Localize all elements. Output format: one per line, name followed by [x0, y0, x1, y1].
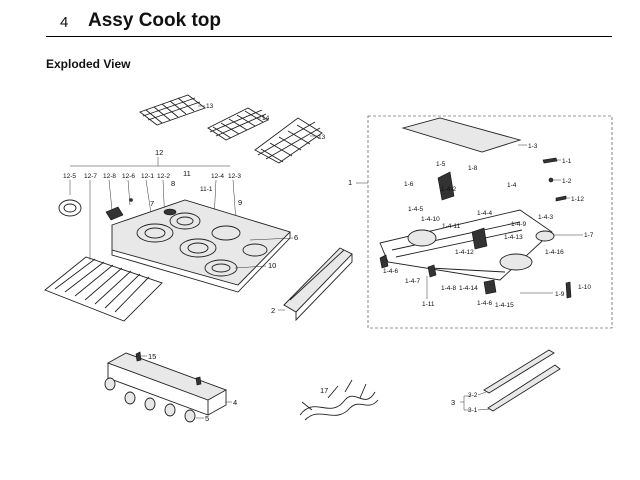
label-1-3: 1-3 [528, 143, 538, 150]
label-1-12: 1-12 [571, 196, 584, 203]
grate-left: 13 [139, 94, 214, 126]
label-3-1: 3-1 [468, 407, 478, 414]
label-1-4-14: 1-4-14 [459, 285, 478, 292]
burner-cap-part [58, 199, 82, 217]
label-1-6: 1-6 [404, 181, 414, 188]
label-1-4-7: 1-4-7 [405, 278, 421, 285]
label-12-4: 12-4 [211, 173, 224, 180]
page-header: 4 Assy Cook top [0, 0, 640, 48]
side-trims: 3 3-2 3-1 [451, 349, 561, 414]
exploded-view-heading: Exploded View [46, 57, 131, 71]
label-11: 11 [183, 169, 191, 178]
label-12-8: 12-8 [103, 173, 116, 180]
label-1: 1 [348, 178, 352, 187]
label-12-2: 12-2 [157, 173, 170, 180]
label-13-right: 13 [318, 134, 326, 141]
label-11-1: 11-1 [200, 186, 213, 193]
label-1-4-9: 1-4-9 [511, 221, 527, 228]
control-panel: 15 4 5 [104, 351, 237, 423]
small-clip-part [105, 206, 124, 221]
label-1-4-11: 1-4-11 [442, 223, 461, 230]
label-17: 17 [320, 386, 328, 395]
label-1-4-16: 1-4-16 [545, 249, 564, 256]
label-7: 7 [150, 199, 154, 208]
label-1-9: 1-9 [555, 291, 565, 298]
label-1-4-8: 1-4-8 [441, 285, 457, 292]
grate-right: 13 [254, 117, 326, 164]
label-1-4-13: 1-4-13 [504, 234, 523, 241]
label-1-4: 1-4 [507, 182, 517, 189]
label-1-4-3: 1-4-3 [538, 214, 554, 221]
label-12: 12 [155, 148, 163, 157]
griddle-rack [44, 256, 163, 322]
label-12-6: 12-6 [122, 173, 135, 180]
label-9: 9 [238, 198, 242, 207]
grate-middle: 14 [207, 107, 270, 141]
label-12-1: 12-1 [141, 173, 154, 180]
label-1-4-10: 1-4-10 [421, 216, 440, 223]
label-6: 6 [294, 233, 298, 242]
label-1-5: 1-5 [436, 161, 446, 168]
label-1-10: 1-10 [578, 284, 591, 291]
burner-assembly-box: 1 1-3 1-1 1-2 1-12 1-5 1-8 1-6 1-4 1-4-2… [348, 115, 613, 329]
trim-part-2: 2 [271, 247, 353, 322]
label-1-2: 1-2 [562, 178, 572, 185]
label-3-2: 3-2 [468, 392, 478, 399]
label-3: 3 [451, 398, 455, 407]
label-1-8: 1-8 [468, 165, 478, 172]
label-12-5: 12-5 [63, 173, 76, 180]
label-1-4-12: 1-4-12 [455, 249, 474, 256]
label-14: 14 [262, 115, 270, 122]
label-10: 10 [268, 261, 276, 270]
header-rule [46, 36, 612, 37]
label-4: 4 [233, 398, 237, 407]
label-13-left: 13 [206, 103, 214, 110]
label-1-7: 1-7 [584, 232, 594, 239]
label-15: 15 [148, 352, 156, 361]
label-8: 8 [171, 179, 175, 188]
label-2: 2 [271, 306, 275, 315]
cooktop-panel [111, 199, 294, 293]
label-1-4-15: 1-4-15 [495, 302, 514, 309]
label-1-4-2: 1-4-2 [441, 186, 457, 193]
cooktop-labels: 12 12-5 12-7 12-8 12-6 12-1 12-2 11 11-1… [63, 148, 298, 270]
label-1-11: 1-11 [422, 301, 435, 308]
knobs [104, 377, 196, 423]
label-1-4-5: 1-4-5 [408, 206, 424, 213]
label-1-4-6: 1-4-6 [383, 268, 399, 275]
label-12-7: 12-7 [84, 173, 97, 180]
section-number: 4 [60, 14, 69, 31]
section-title: Assy Cook top [88, 10, 222, 31]
label-1-4-4: 1-4-4 [477, 210, 493, 217]
label-12-3: 12-3 [228, 173, 241, 180]
wire-harness: 17 [299, 379, 379, 421]
label-5: 5 [205, 414, 209, 423]
label-1-1: 1-1 [562, 158, 572, 165]
label-1-4-6-b: 1-4-6 [477, 300, 493, 307]
